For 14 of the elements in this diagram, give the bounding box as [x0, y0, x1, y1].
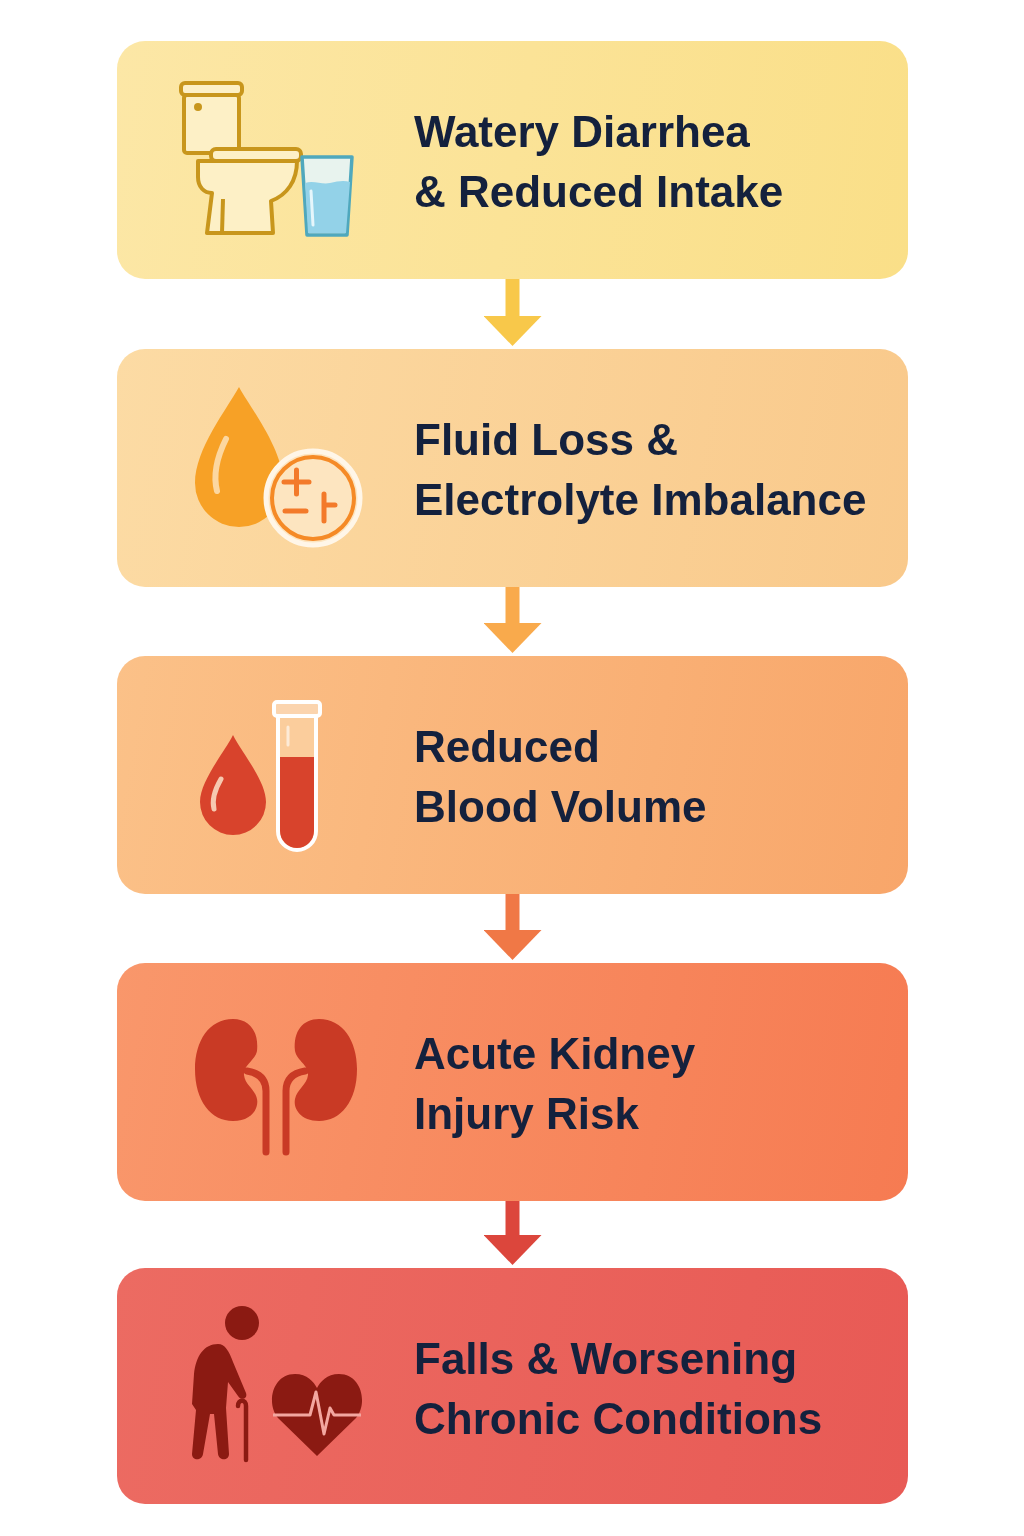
step-box [117, 349, 908, 587]
arrow [483, 587, 542, 656]
arrow [483, 279, 542, 349]
arrow [483, 894, 542, 963]
arrow [483, 1201, 542, 1268]
step-label: Watery Diarrhea & Reduced Intake [414, 106, 785, 218]
step-label: Reduced Blood Volume [414, 721, 708, 833]
step-box [117, 1268, 908, 1504]
step-label: Falls & Worsening Chronic Conditions [414, 1333, 824, 1445]
step-box [117, 963, 908, 1201]
step-label: Fluid Loss & Electrolyte Imbalance [414, 414, 868, 526]
step-box [117, 656, 908, 894]
step-box [117, 41, 908, 279]
step-label: Acute Kidney Injury Risk [414, 1028, 697, 1140]
